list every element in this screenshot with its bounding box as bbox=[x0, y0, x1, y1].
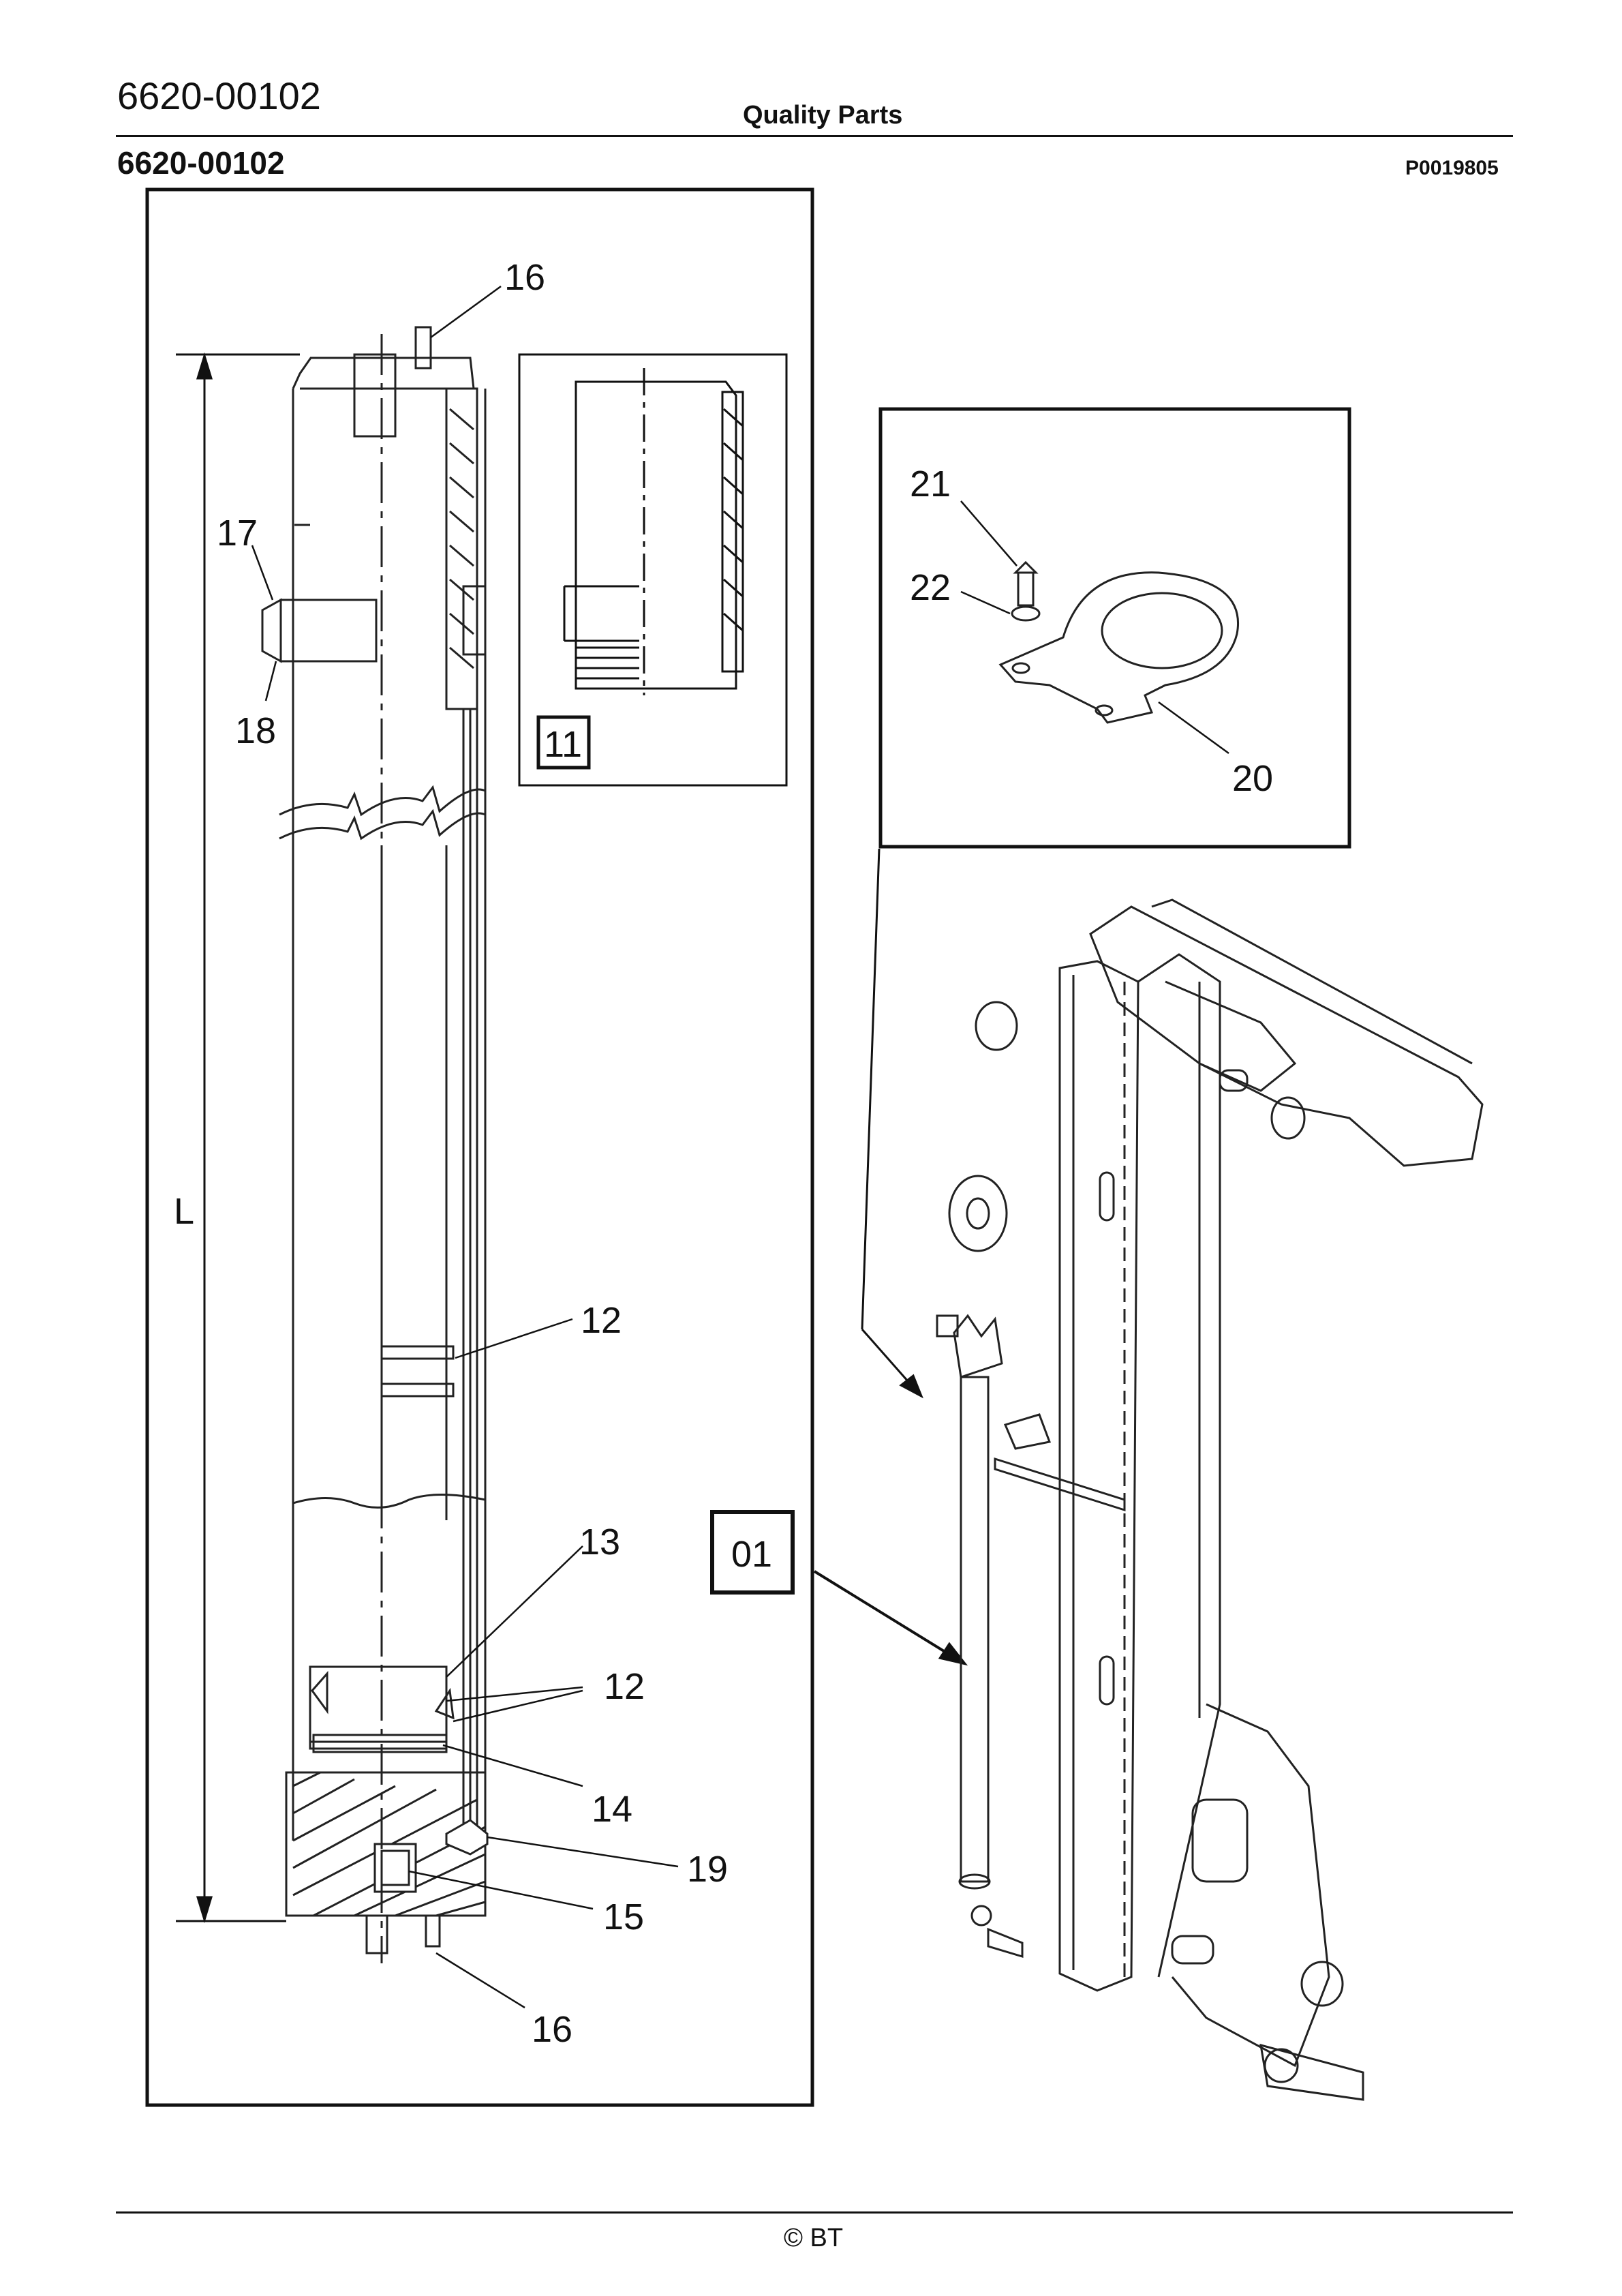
callout-16-top: 16 bbox=[504, 257, 545, 298]
footer-rule bbox=[116, 2211, 1513, 2214]
footer-copyright: © BT bbox=[784, 2224, 844, 2252]
inset-11-frame bbox=[518, 353, 788, 787]
callout-12-b: 12 bbox=[604, 1666, 645, 1707]
callout-12-a: 12 bbox=[581, 1300, 622, 1341]
callout-01: 01 bbox=[731, 1534, 772, 1575]
callout-labels: 16 17 18 L 12 13 12 14 19 15 16 11 01 21… bbox=[174, 257, 1273, 2050]
callout-22: 22 bbox=[910, 567, 951, 608]
header-rule bbox=[116, 135, 1513, 137]
bracket-detail-frame bbox=[878, 407, 1351, 849]
callout-18: 18 bbox=[235, 710, 276, 751]
callout-13: 13 bbox=[579, 1522, 620, 1562]
dimension-L-label: L bbox=[174, 1191, 194, 1232]
callout-21: 21 bbox=[910, 464, 951, 504]
mast-assembly bbox=[936, 898, 1484, 2101]
cylinder-detail-frame bbox=[145, 187, 814, 2107]
dimension-L bbox=[176, 352, 300, 1924]
cylinder-drawing bbox=[261, 326, 489, 1963]
callout-19: 19 bbox=[687, 1849, 728, 1890]
bracket-drawing bbox=[998, 560, 1239, 724]
callout-17: 17 bbox=[217, 513, 258, 554]
diagram-reference: P0019805 bbox=[1405, 157, 1499, 179]
header-title: Quality Parts bbox=[743, 101, 903, 130]
document-code: 6620-00102 bbox=[117, 74, 321, 117]
callout-16-bottom: 16 bbox=[532, 2009, 572, 2050]
callout-15: 15 bbox=[603, 1897, 644, 1937]
bracket-leaders bbox=[960, 500, 1229, 755]
callout-20: 20 bbox=[1232, 758, 1273, 799]
callout-box-11 bbox=[536, 715, 591, 770]
diagram-code: 6620-00102 bbox=[117, 145, 285, 181]
callout-14: 14 bbox=[592, 1789, 632, 1830]
callout-box-01 bbox=[710, 1510, 795, 1595]
callout-11: 11 bbox=[544, 724, 582, 765]
arrow-01 bbox=[813, 1570, 968, 1666]
bracket-to-mast-arrow bbox=[861, 848, 923, 1399]
left-leaders bbox=[251, 285, 679, 2009]
